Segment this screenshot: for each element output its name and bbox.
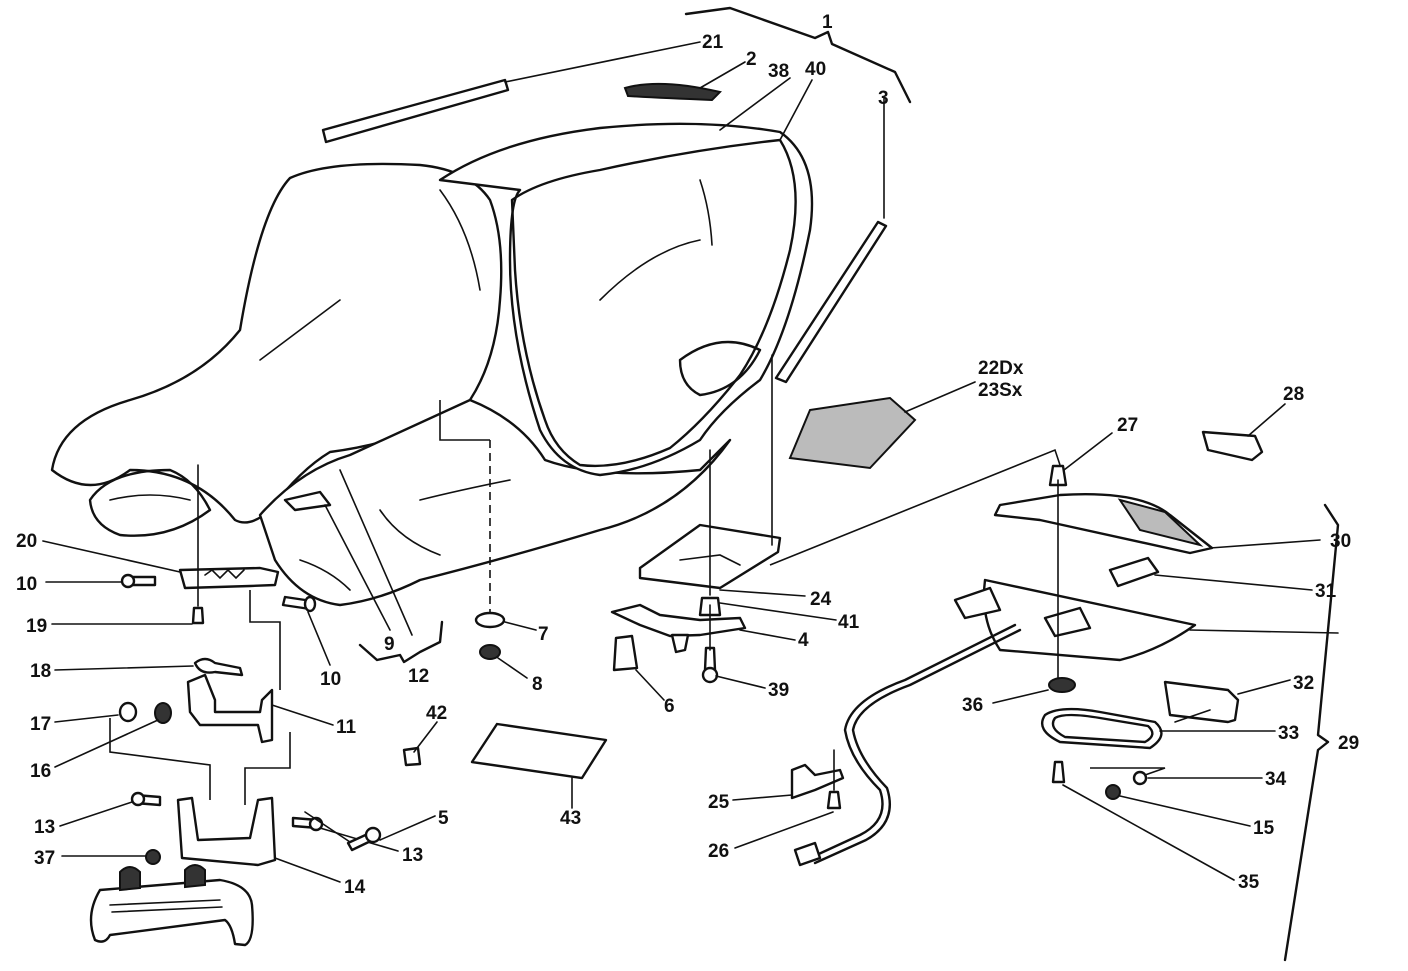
label-16: 16 bbox=[30, 761, 51, 782]
part-3-side-strip bbox=[774, 97, 888, 384]
label-15: 15 bbox=[1253, 818, 1275, 839]
part-labels: 1 2 3 4 5 6 7 8 9 10 10 11 12 13 13 14 1… bbox=[16, 12, 1359, 898]
part-34-15-35-fasteners bbox=[1051, 760, 1263, 881]
label-40: 40 bbox=[805, 59, 826, 80]
part-11-lever bbox=[186, 673, 334, 744]
label-24: 24 bbox=[810, 589, 832, 610]
bracket-12 bbox=[358, 620, 444, 664]
leader-12 bbox=[339, 469, 413, 636]
part-13-screw-right bbox=[291, 816, 399, 852]
part-32-bracket bbox=[1163, 679, 1291, 724]
part-8-nut bbox=[479, 644, 528, 679]
assembly-guide-right bbox=[249, 590, 281, 690]
part-10-pin-left bbox=[45, 573, 157, 589]
part-42-clip bbox=[402, 721, 438, 767]
label-11: 11 bbox=[336, 717, 357, 738]
label-13-left: 13 bbox=[34, 817, 55, 838]
label-12: 12 bbox=[408, 666, 429, 687]
label-3: 3 bbox=[878, 88, 889, 109]
label-34: 34 bbox=[1265, 769, 1287, 790]
label-32: 32 bbox=[1293, 673, 1314, 694]
label-5: 5 bbox=[438, 808, 449, 829]
label-35: 35 bbox=[1238, 872, 1260, 893]
part-6-grommet bbox=[612, 634, 665, 701]
label-33: 33 bbox=[1278, 723, 1299, 744]
part-2-emblem bbox=[623, 61, 746, 102]
label-18: 18 bbox=[30, 661, 51, 682]
label-13-right: 13 bbox=[402, 845, 423, 866]
seat-passenger-cover bbox=[438, 77, 814, 477]
label-41: 41 bbox=[838, 612, 860, 633]
part-26-screw bbox=[734, 749, 842, 849]
part-33-gasket bbox=[1040, 707, 1276, 750]
part-10-pin-right bbox=[281, 595, 331, 666]
part-4-latch-plate bbox=[610, 603, 796, 654]
lock-assembly bbox=[89, 864, 254, 947]
part-27-fastener bbox=[769, 432, 1113, 566]
label-26: 26 bbox=[708, 841, 729, 862]
part-17-bushing bbox=[54, 701, 138, 723]
label-31: 31 bbox=[1315, 581, 1337, 602]
label-28: 28 bbox=[1283, 384, 1304, 405]
part-39-screw bbox=[701, 604, 766, 689]
label-42: 42 bbox=[426, 703, 447, 724]
label-17: 17 bbox=[30, 714, 51, 735]
seat-base bbox=[258, 398, 732, 607]
label-10-left: 10 bbox=[16, 574, 37, 595]
part-36-grommet bbox=[992, 677, 1076, 704]
label-6: 6 bbox=[664, 696, 675, 717]
part-29-housing bbox=[953, 479, 1339, 681]
label-38: 38 bbox=[768, 61, 789, 82]
label-1: 1 bbox=[822, 12, 833, 33]
label-22dx: 22Dx bbox=[978, 358, 1024, 379]
part-43-sheet bbox=[470, 722, 608, 809]
part-9-hinge bbox=[283, 490, 391, 631]
label-7: 7 bbox=[538, 624, 549, 645]
label-27: 27 bbox=[1117, 415, 1138, 436]
part-25-clip bbox=[732, 763, 845, 801]
part-31-bulb bbox=[1108, 556, 1313, 591]
label-8: 8 bbox=[532, 674, 543, 695]
assembly-guide-left bbox=[109, 718, 291, 805]
part-14-bracket bbox=[176, 796, 341, 883]
label-39: 39 bbox=[768, 680, 789, 701]
part-28-connector bbox=[1201, 403, 1286, 462]
label-29: 29 bbox=[1338, 733, 1359, 754]
cable-assembly bbox=[793, 623, 1022, 867]
label-10-right: 10 bbox=[320, 669, 341, 690]
label-23sx: 23Sx bbox=[978, 380, 1023, 401]
part-37-nut bbox=[61, 849, 161, 865]
label-37: 37 bbox=[34, 848, 55, 869]
part-13-screw-left bbox=[59, 791, 162, 827]
part-24-plate bbox=[638, 354, 806, 597]
label-4: 4 bbox=[798, 630, 809, 651]
mount-guide bbox=[439, 400, 490, 441]
label-9: 9 bbox=[384, 634, 395, 655]
label-43: 43 bbox=[560, 808, 581, 829]
part-21-strip bbox=[321, 41, 701, 144]
label-20: 20 bbox=[16, 531, 37, 552]
label-30: 30 bbox=[1330, 531, 1351, 552]
part-30-lens bbox=[993, 492, 1321, 555]
bracket-29 bbox=[1283, 503, 1340, 962]
label-25: 25 bbox=[708, 792, 730, 813]
seat-rider-section bbox=[50, 162, 503, 537]
part-7-washer bbox=[474, 611, 537, 631]
part-22-23-pad bbox=[788, 381, 976, 470]
part-19-screw bbox=[51, 464, 205, 625]
label-19: 19 bbox=[26, 616, 47, 637]
label-2: 2 bbox=[746, 49, 757, 70]
part-20-hinge-plate bbox=[42, 540, 280, 590]
part-18-link bbox=[54, 657, 244, 677]
label-14: 14 bbox=[344, 877, 366, 898]
label-36: 36 bbox=[962, 695, 983, 716]
bracket-1 bbox=[684, 6, 912, 104]
part-16-spring bbox=[54, 702, 172, 768]
part-5-screw bbox=[304, 811, 436, 852]
label-21: 21 bbox=[702, 32, 724, 53]
